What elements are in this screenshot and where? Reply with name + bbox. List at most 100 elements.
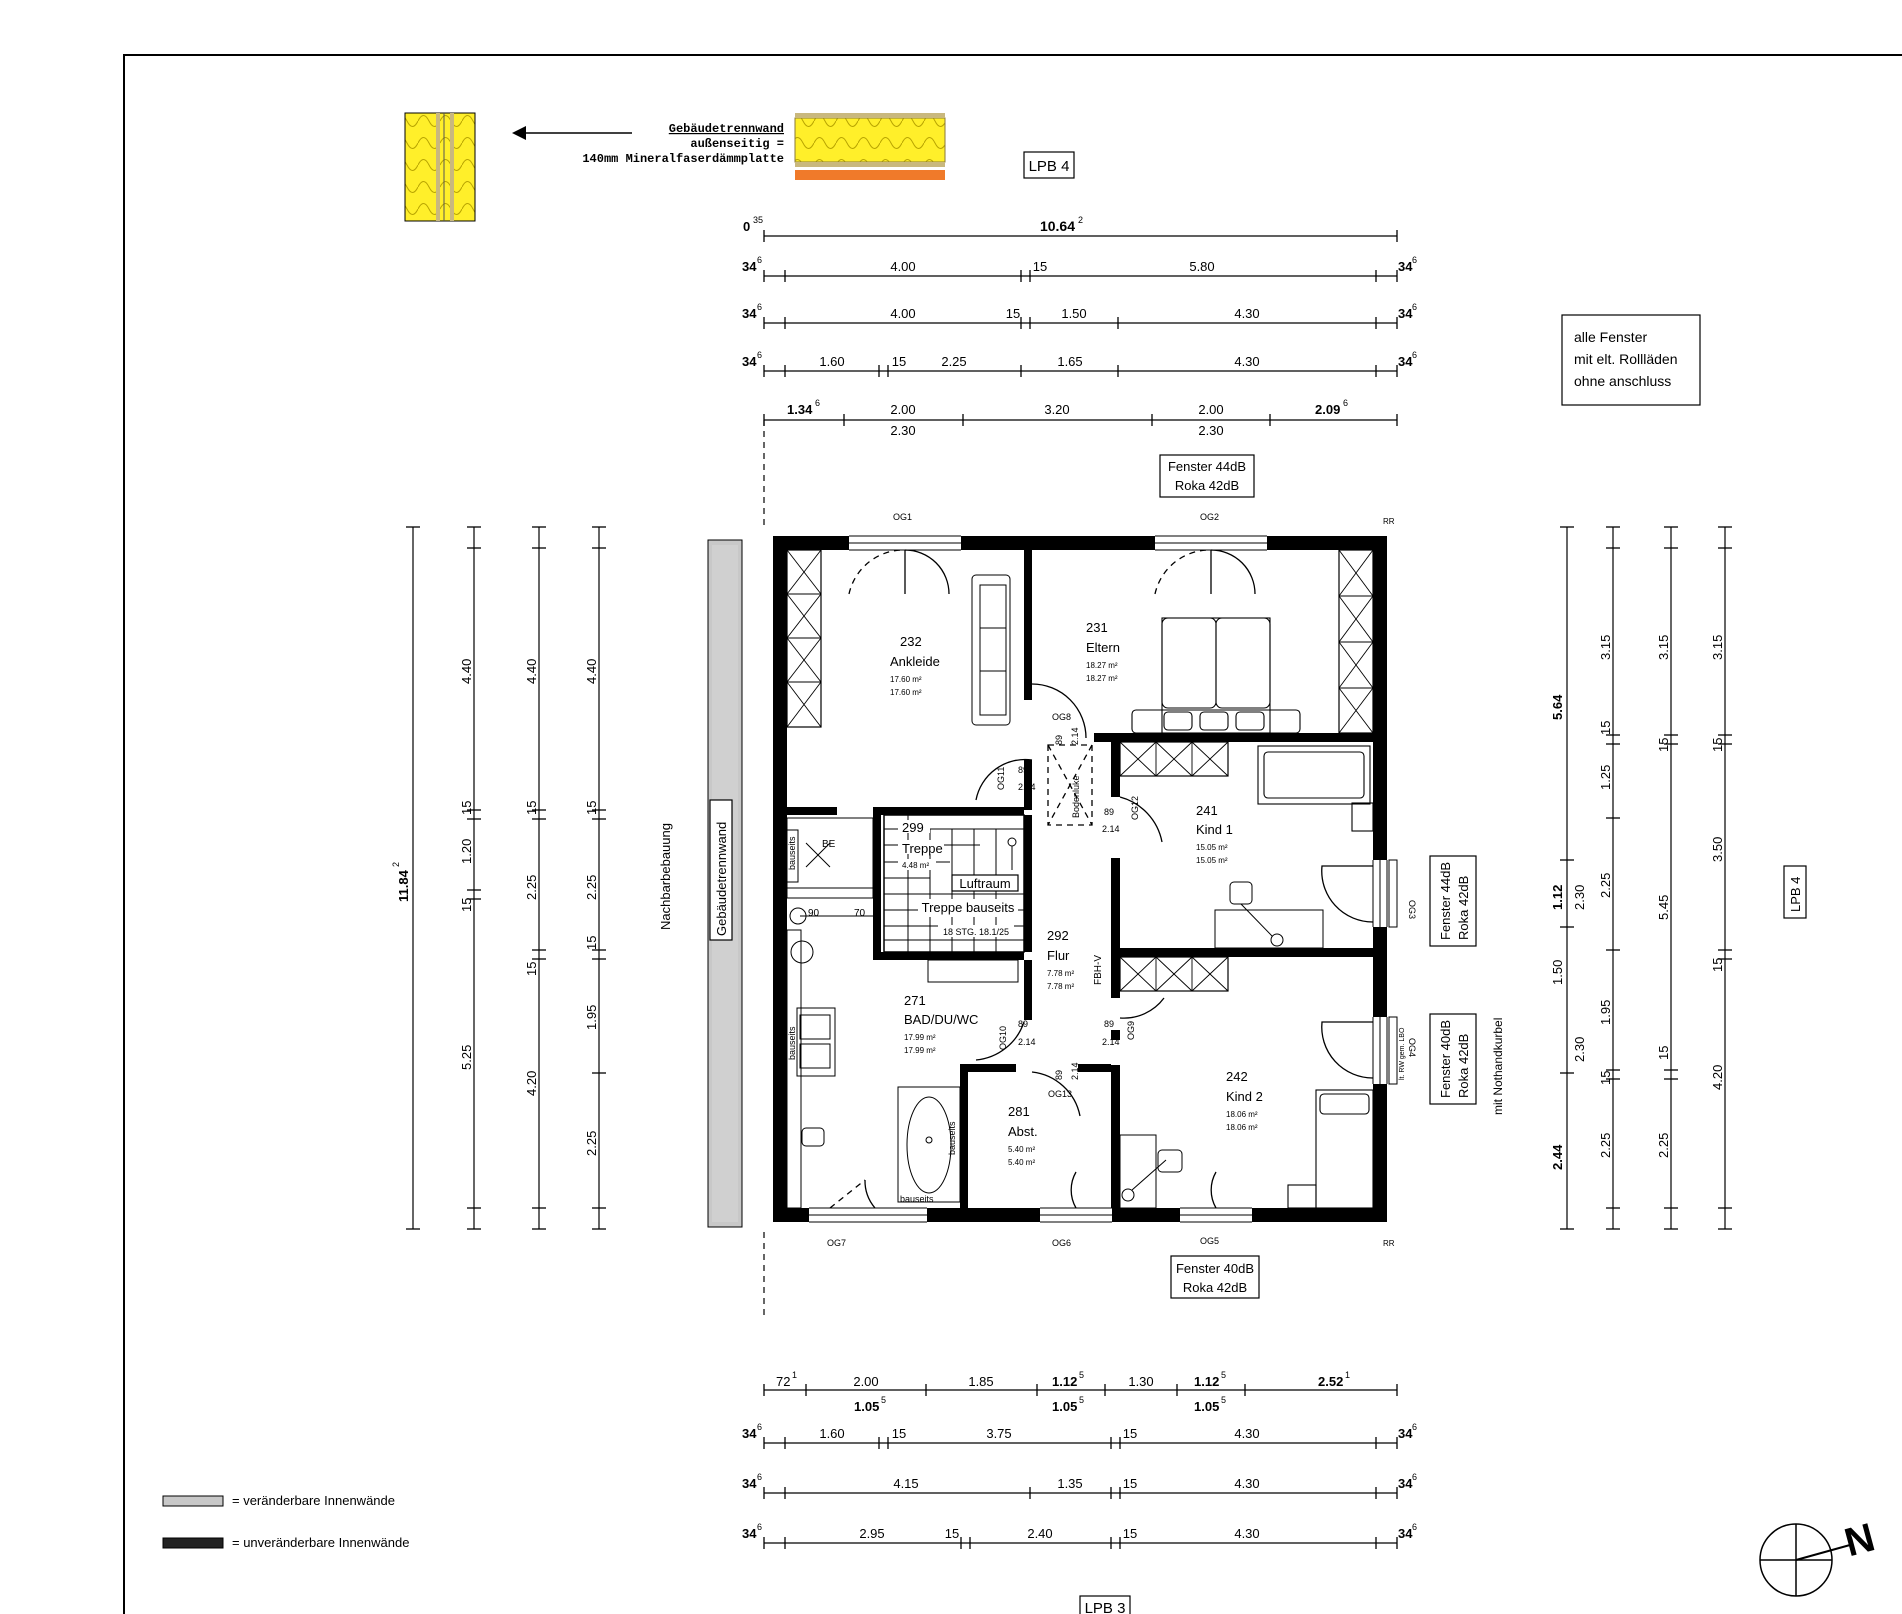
dim-top-r4-d: 1.65: [1057, 354, 1082, 369]
og7-label: OG7: [827, 1238, 846, 1248]
dim-left-c2-4: 4.20: [524, 1071, 539, 1096]
og1-label: OG1: [893, 512, 912, 522]
room-242-a1: 18.06 m²: [1226, 1110, 1258, 1119]
dim-left-c3-4: 1.95: [584, 1005, 599, 1030]
dim-right-c2-3: 2.25: [1598, 873, 1613, 898]
dim-b1-d: 1.12: [1052, 1374, 1077, 1389]
og9-label: OG9: [1126, 1021, 1136, 1040]
dim-top-start-sup: 35: [753, 215, 763, 225]
room-241-a2: 15.05 m²: [1196, 856, 1228, 865]
door-dims: 89 2.14 89 2.14 89 2.14 89 2.14 89 2.14 …: [1018, 727, 1120, 1080]
dim-top-r4-e: 4.30: [1234, 354, 1259, 369]
dim-b1-f2-sup: 5: [1221, 1395, 1226, 1405]
wall-note-2: außenseitig =: [690, 137, 784, 151]
dim-edge-sup: 6: [757, 1422, 762, 1432]
dim-top-r3-c: 1.50: [1061, 306, 1086, 321]
dim-b1-g: 2.52: [1318, 1374, 1343, 1389]
dim-edge: 34: [1398, 1426, 1413, 1441]
dim-right-c3-3: 15: [1656, 1046, 1671, 1060]
legend: = veränderbare Innenwände = unveränderba…: [162, 1493, 409, 1550]
dim-b1-f-sup: 5: [1221, 1370, 1226, 1380]
og6-label: OG6: [1052, 1238, 1071, 1248]
bodenluke-hatch: [1047, 744, 1093, 826]
dim-edge-sup: 6: [1412, 350, 1417, 360]
bed-kind2: [1287, 1089, 1374, 1209]
tech-room: [786, 817, 880, 925]
room-232-name: Ankleide: [890, 654, 940, 669]
dim-edge: 34: [1398, 1526, 1413, 1541]
door-dim-w-og12: 89: [1104, 807, 1114, 817]
dim-left-c3-1: 15: [584, 801, 599, 815]
neighbor-label: Nachbarbebauung: [658, 823, 673, 930]
dim-edge: 34: [742, 259, 757, 274]
window-og3-1: Fenster 44dB: [1438, 862, 1453, 940]
dim-left-c3-5: 2.25: [584, 1131, 599, 1156]
room-271-a1: 17.99 m²: [904, 1033, 936, 1042]
dim-right-c1-2: 1.12: [1550, 885, 1565, 910]
legend-label-dark: = unveränderbare Innenwände: [232, 1535, 409, 1550]
bauseits-label-4: bauseits: [900, 1194, 934, 1204]
dim-b1-a: 72: [776, 1374, 790, 1389]
og10-label: OG10: [998, 1026, 1008, 1050]
dim-top-r5-b2: 2.30: [890, 423, 915, 438]
og5-label: OG5: [1200, 1236, 1219, 1246]
dim-right-c3-1: 15: [1656, 738, 1671, 752]
dim-top-r2-b: 15: [1033, 259, 1047, 274]
north-arrow-icon: N: [1759, 1515, 1879, 1597]
dim-b3-c: 15: [1123, 1476, 1137, 1491]
wardrobe-kind1: [1119, 741, 1229, 777]
door-dim-w-og8: 89: [1054, 735, 1064, 745]
dim-b1-f: 1.12: [1194, 1374, 1219, 1389]
sofa: [971, 574, 1011, 726]
dim-top-r4-b: 15: [892, 354, 906, 369]
room-292-name: Flur: [1047, 948, 1070, 963]
dim-left-c1-4: 5.25: [459, 1045, 474, 1070]
fbh-label: FBH-V: [1093, 955, 1104, 985]
dim-right-c4-2: 3.50: [1710, 837, 1725, 862]
treppe-bauseits-label: Treppe bauseits: [922, 900, 1015, 915]
dim-edge-sup: 6: [757, 350, 762, 360]
room-231-no: 231: [1086, 620, 1108, 635]
dim-70: 70: [854, 908, 866, 919]
room-281-a1: 5.40 m²: [1008, 1145, 1035, 1154]
dim-edge: 34: [742, 1476, 757, 1491]
dim-b1-f2: 1.05: [1194, 1399, 1219, 1414]
legend-swatch-dark: [162, 1537, 224, 1549]
doors: [829, 549, 1374, 1209]
door-dim-h-og12: 2.14: [1102, 824, 1120, 834]
door-dim-w-og10: 89: [1018, 1019, 1028, 1029]
wardrobe-kind2: [1119, 956, 1229, 992]
dim-right-c4-3: 15: [1710, 958, 1725, 972]
sheet-frame: [123, 54, 1902, 1614]
wall-note-1: Gebäudetrennwand: [669, 122, 784, 136]
room-299-a1: 4.48 m²: [902, 861, 929, 870]
bed-kind1: [1257, 745, 1374, 832]
dim-edge-sup: 6: [757, 255, 762, 265]
legend-swatch-light: [162, 1495, 224, 1507]
dim-edge: 34: [742, 1426, 757, 1441]
dim-right-c2-4: 1.95: [1598, 1000, 1613, 1025]
room-271-no: 271: [904, 993, 926, 1008]
dim-top-total-sup: 2: [1078, 215, 1083, 225]
shutter-note-3: ohne anschluss: [1574, 373, 1671, 389]
dim-b1-b2: 1.05: [854, 1399, 879, 1414]
wall-note-3: 140mm Mineralfaserdämmplatte: [582, 152, 784, 166]
dim-b2-e: 4.30: [1234, 1426, 1259, 1441]
dim-left-c3-0: 4.40: [584, 659, 599, 684]
desk-kind2: [1119, 1134, 1183, 1209]
room-242-no: 242: [1226, 1069, 1248, 1084]
dim-edge-sup: 6: [1412, 1422, 1417, 1432]
rr-bottom: RR: [1383, 1239, 1395, 1248]
room-281-no: 281: [1008, 1104, 1030, 1119]
dim-b4-b: 15: [945, 1526, 959, 1541]
dim-b4-c: 2.40: [1027, 1526, 1052, 1541]
dim-left-c3-3: 15: [584, 936, 599, 950]
desk-kind1: [1214, 881, 1324, 949]
wardrobe-eltern: [1338, 549, 1374, 734]
dim-b1-e: 1.30: [1128, 1374, 1153, 1389]
room-232-a2: 17.60 m²: [890, 688, 922, 697]
dim-right-c3-0: 3.15: [1656, 635, 1671, 660]
door-dim-h-og8: 2.14: [1070, 727, 1080, 745]
room-231-a1: 18.27 m²: [1086, 661, 1118, 670]
dim-90: 90: [808, 908, 820, 919]
